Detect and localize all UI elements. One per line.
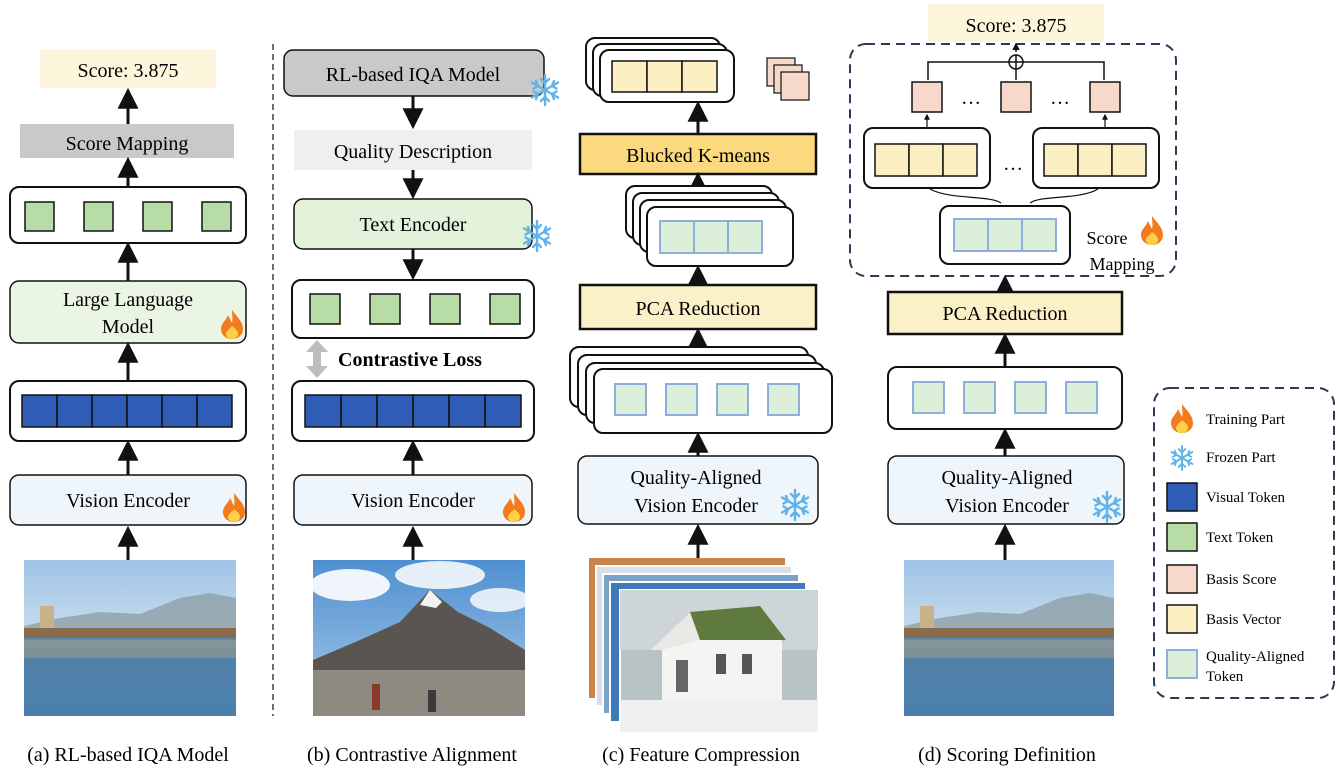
quality-encoder-line1: Quality-Aligned (630, 467, 761, 489)
score-box (40, 50, 216, 88)
vision-encoder-box (293, 474, 533, 526)
snowflake-icon (1170, 445, 1194, 471)
score-box (928, 4, 1104, 42)
quality-description-box (294, 130, 532, 170)
legend-swatch (1166, 564, 1198, 594)
legend-label: Training Part (1206, 412, 1286, 428)
legend: Training Part Frozen Part Visual Token T… (1153, 387, 1335, 699)
legend-label: Token (1206, 669, 1244, 685)
contrastive-loss-label: Contrastive Loss (338, 349, 482, 371)
lake-photo (24, 560, 236, 716)
image-stack (589, 558, 819, 733)
caption-b: (b) Contrastive Alignment (307, 744, 517, 766)
lake-photo (904, 560, 1114, 716)
legend-label: Quality-Aligned (1206, 649, 1305, 665)
pca-box (886, 290, 1124, 336)
score-mapping-box (20, 124, 234, 158)
score-mapping-label: Score Mapping (66, 133, 189, 155)
legend-swatch (1166, 522, 1198, 552)
vision-encoder-label: Vision Encoder (66, 490, 190, 512)
quality-encoder-line2: Vision Encoder (634, 495, 758, 517)
panel-b: RL-based IQA Model Quality Description T… (283, 49, 560, 766)
ellipsis: … (961, 87, 981, 109)
panel-d: Score: 3.875 … … … (849, 4, 1177, 766)
quality-encoder-line1: Quality-Aligned (941, 467, 1072, 489)
ellipsis: … (1003, 153, 1023, 175)
legend-label: Text Token (1206, 530, 1274, 546)
caption-c: (c) Feature Compression (602, 744, 800, 766)
rl-model-label: RL-based IQA Model (326, 64, 501, 86)
quality-encoder-line2: Vision Encoder (945, 495, 1069, 517)
basis-score-stack (766, 57, 810, 101)
panel-a: Score: 3.875 Score Mapping Large Languag… (9, 50, 247, 766)
aligned-token-stack (569, 346, 833, 434)
quality-description-label: Quality Description (334, 141, 492, 163)
legend-frame (1153, 387, 1335, 699)
kmeans-label: Blucked K-means (626, 145, 770, 167)
ellipsis: … (1050, 87, 1070, 109)
pca-label: PCA Reduction (942, 303, 1067, 325)
legend-label: Basis Score (1206, 572, 1277, 588)
legend-swatch (1166, 604, 1198, 634)
basis-vector-stack (585, 37, 735, 103)
mountain-photo (310, 560, 530, 716)
score-mapping-line2: Mapping (1090, 254, 1155, 274)
caption-d: (d) Scoring Definition (918, 744, 1096, 766)
score-mapping-line1: Score (1087, 228, 1128, 248)
caption-a: (a) RL-based IQA Model (27, 744, 229, 766)
score-label: Score: 3.875 (965, 15, 1066, 37)
contrastive-arrow (306, 340, 328, 378)
score-label: Score: 3.875 (77, 60, 178, 82)
flame-icon (1141, 216, 1163, 245)
legend-swatch (1166, 482, 1198, 512)
pca-label: PCA Reduction (635, 298, 760, 320)
text-token-row (291, 279, 535, 339)
legend-label: Basis Vector (1206, 612, 1281, 628)
legend-label: Frozen Part (1206, 450, 1276, 466)
llm-label-line1: Large Language (63, 289, 193, 311)
legend-swatch (1166, 649, 1198, 679)
text-tokens (309, 293, 521, 325)
basis-scores (911, 81, 1121, 113)
vision-encoder-label: Vision Encoder (351, 490, 475, 512)
reduced-token-stack (625, 185, 794, 267)
llm-label-line2: Model (102, 316, 155, 338)
panel-c: Blucked K-means PCA Reduction (569, 37, 833, 766)
visual-tokens (304, 394, 522, 428)
pca-box (578, 283, 818, 331)
flame-icon (1171, 404, 1193, 433)
text-encoder-label: Text Encoder (360, 214, 467, 236)
legend-label: Visual Token (1206, 490, 1286, 506)
text-tokens (24, 201, 232, 232)
visual-tokens (21, 394, 233, 428)
vision-encoder-box (9, 474, 247, 526)
kmeans-box (578, 132, 818, 176)
